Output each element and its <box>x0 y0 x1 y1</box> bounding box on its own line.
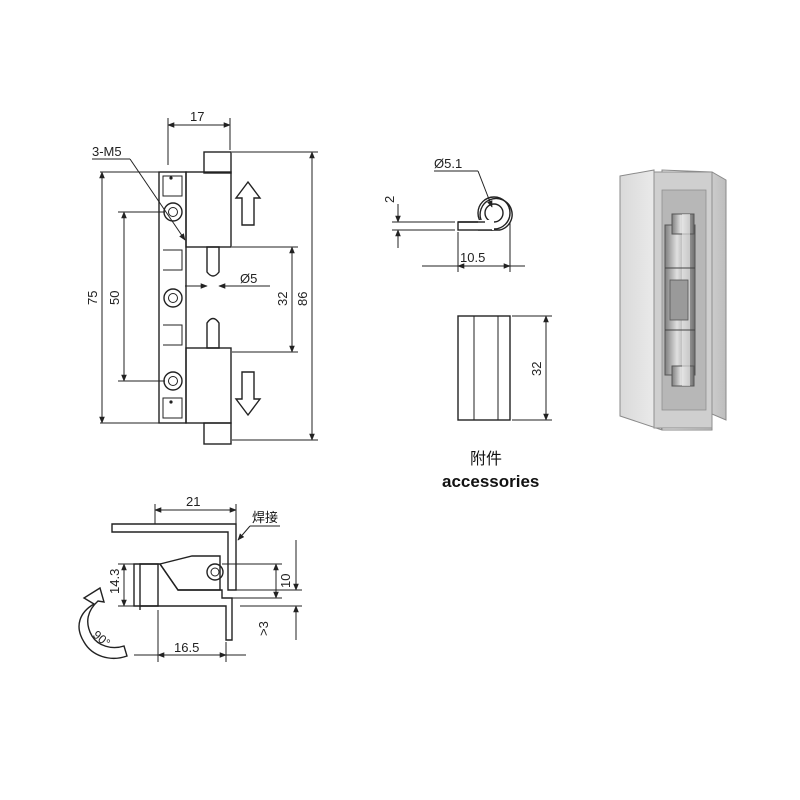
accessory-caption-cn: 附件 <box>470 449 502 468</box>
dim-side-bottom: 16.5 <box>174 640 199 655</box>
dim-side-gap: 10 <box>278 574 293 588</box>
side-view: 21 焊接 14.3 10 >3 16.5 90° <box>78 494 302 662</box>
down-arrow-icon <box>234 371 262 417</box>
front-view: 17 3-M5 75 50 32 86 Ø5 <box>85 109 318 445</box>
dim-accessory-diameter: Ø5.1 <box>434 156 462 171</box>
accessory-front-view: 32 附件 accessories <box>442 315 552 491</box>
side-lower-bracket <box>133 563 159 607</box>
dim-height-75: 75 <box>85 291 100 305</box>
dim-pin-diameter: Ø5 <box>240 271 257 286</box>
upper-pin <box>206 246 220 277</box>
hinge-upper-knuckle <box>185 171 232 248</box>
mount-hole-top <box>163 202 183 222</box>
mount-hole-middle <box>163 288 183 308</box>
up-arrow-icon <box>234 180 262 226</box>
dim-side-top: 21 <box>186 494 200 509</box>
accessory-caption-en: accessories <box>442 472 539 491</box>
hinge-lower-knuckle <box>185 347 232 424</box>
dim-side-min-gap: >3 <box>256 621 271 636</box>
dim-thread-label: 3-M5 <box>92 144 122 159</box>
side-hinge-pin <box>206 563 224 581</box>
dim-height-86: 86 <box>295 292 310 306</box>
rotation-arrow-icon <box>78 586 128 660</box>
accessory-top-view: Ø5.1 2 10.5 <box>382 156 525 272</box>
lower-pin <box>206 317 220 349</box>
dim-height-32: 32 <box>275 292 290 306</box>
dim-accessory-thickness: 2 <box>382 196 397 203</box>
mount-hole-bottom <box>163 371 183 391</box>
dim-side-left: 14.3 <box>107 569 122 594</box>
dim-height-50: 50 <box>107 291 122 305</box>
dim-accessory-height: 32 <box>529 362 544 376</box>
hinge-left-plate <box>158 171 187 424</box>
accessory-body <box>457 315 511 421</box>
weld-label: 焊接 <box>252 510 278 526</box>
product-photo <box>619 169 727 431</box>
dim-accessory-length: 10.5 <box>460 250 485 265</box>
dim-width-17: 17 <box>190 109 204 124</box>
